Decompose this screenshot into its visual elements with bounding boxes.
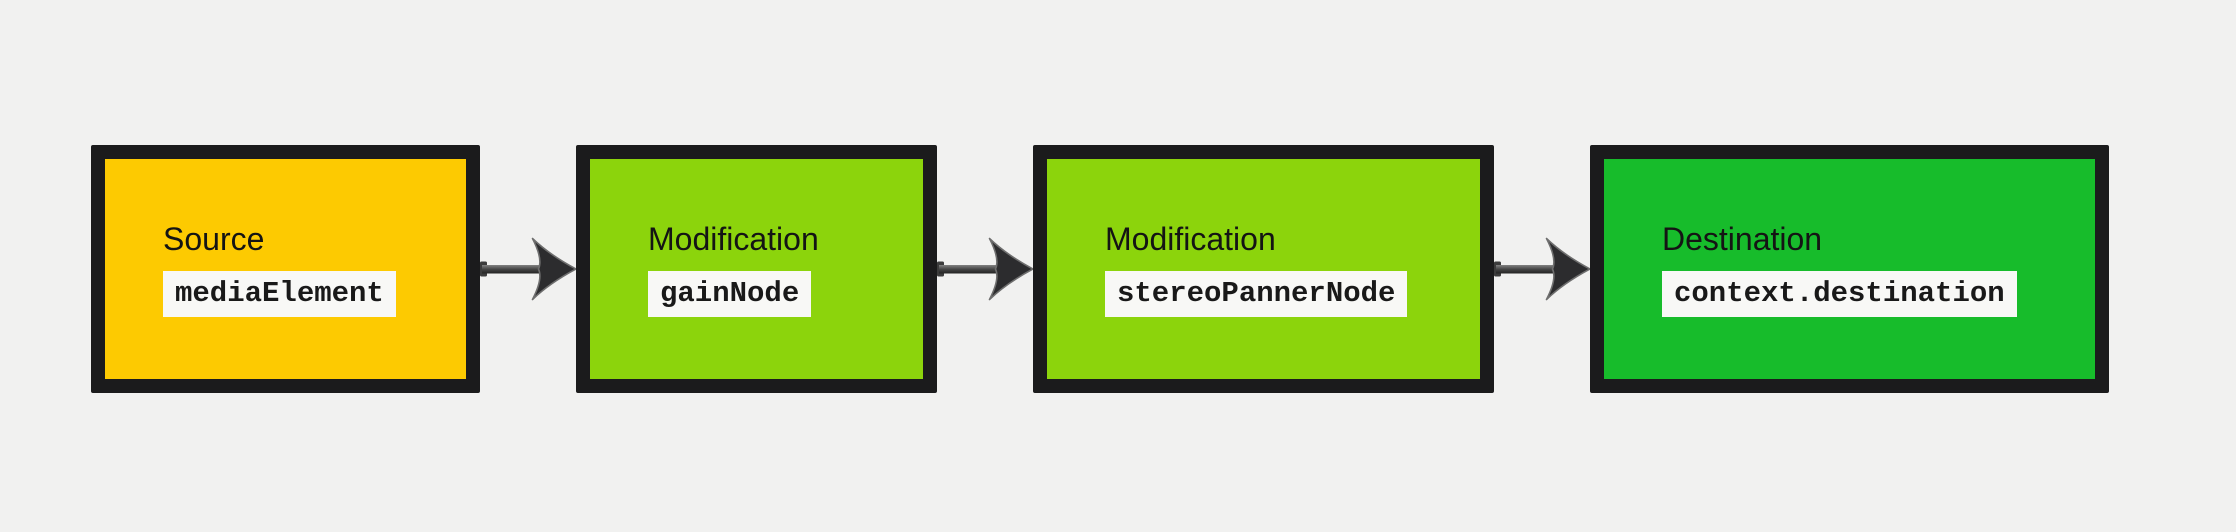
node-destination: Destination context.destination [1590,145,2109,393]
node-code-chip: stereoPannerNode [1105,271,1408,318]
arrow-right-icon [1494,237,1590,301]
node-modification-panner: Modification stereoPannerNode [1033,145,1494,393]
node-title: Source [163,220,265,257]
edge-source-to-gain [480,145,576,393]
node-code-chip: gainNode [648,271,812,318]
arrow-right-icon [937,237,1033,301]
node-title: Modification [1105,220,1276,257]
audio-graph-flow: Source mediaElement Modification gainNod… [91,145,2109,393]
node-code-chip: context.destination [1662,271,2017,318]
arrow-right-icon [480,237,576,301]
edge-gain-to-panner [937,145,1033,393]
node-source: Source mediaElement [91,145,480,393]
node-title: Destination [1662,220,1823,257]
node-modification-gain: Modification gainNode [576,145,937,393]
node-title: Modification [648,220,819,257]
edge-panner-to-destination [1494,145,1590,393]
node-code-chip: mediaElement [163,271,396,318]
